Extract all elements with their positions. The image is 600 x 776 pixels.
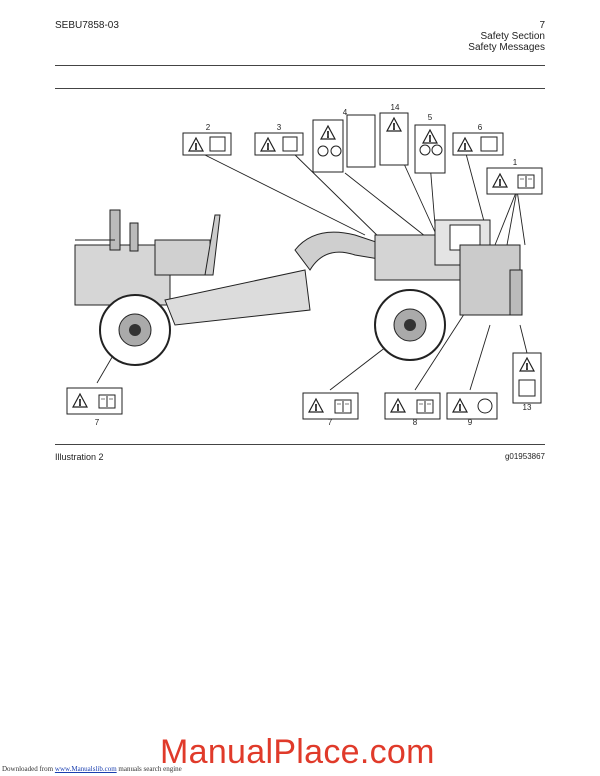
figure-top-rule xyxy=(55,88,545,89)
wheels xyxy=(99,289,446,366)
page-number: 7 xyxy=(539,20,545,31)
header-rule xyxy=(55,65,545,66)
callout-label: 9 xyxy=(468,418,473,427)
machine-drawing xyxy=(74,209,523,326)
decal-group-top xyxy=(182,112,543,195)
callout-label: 2 xyxy=(206,123,211,132)
callout-label: 5 xyxy=(428,113,433,122)
figure-id: g01953867 xyxy=(504,452,545,461)
callout-label: 4 xyxy=(343,108,348,117)
subsection-title: Safety Messages xyxy=(468,42,545,53)
callout-label: 7 xyxy=(328,418,333,427)
document-id: SEBU7858-03 xyxy=(55,20,119,31)
watermark-logo: ManualPlace.com xyxy=(160,733,435,771)
figure-caption: Illustration 2 xyxy=(55,452,104,462)
leader-lines xyxy=(96,149,528,391)
callout-label: 1 xyxy=(513,158,518,167)
callout-label: 3 xyxy=(277,123,282,132)
download-footer: Downloaded from www.Manualslib.com manua… xyxy=(2,765,182,773)
footer-suffix: manuals search engine xyxy=(118,765,182,773)
section-title: Safety Section xyxy=(480,31,545,42)
footer-prefix: Downloaded from xyxy=(2,765,54,773)
callout-label: 14 xyxy=(391,103,400,112)
decal-group-bottom xyxy=(66,352,542,420)
tractor-scraper-illustration: ! xyxy=(66,103,543,427)
callout-label: 6 xyxy=(478,123,483,132)
figure-bottom-rule xyxy=(55,444,545,445)
callout-label: 13 xyxy=(523,403,532,412)
callout-label: 8 xyxy=(413,418,418,427)
manualslib-link[interactable]: www.Manualslib.com xyxy=(54,765,117,773)
callout-label: 7 xyxy=(95,418,100,427)
